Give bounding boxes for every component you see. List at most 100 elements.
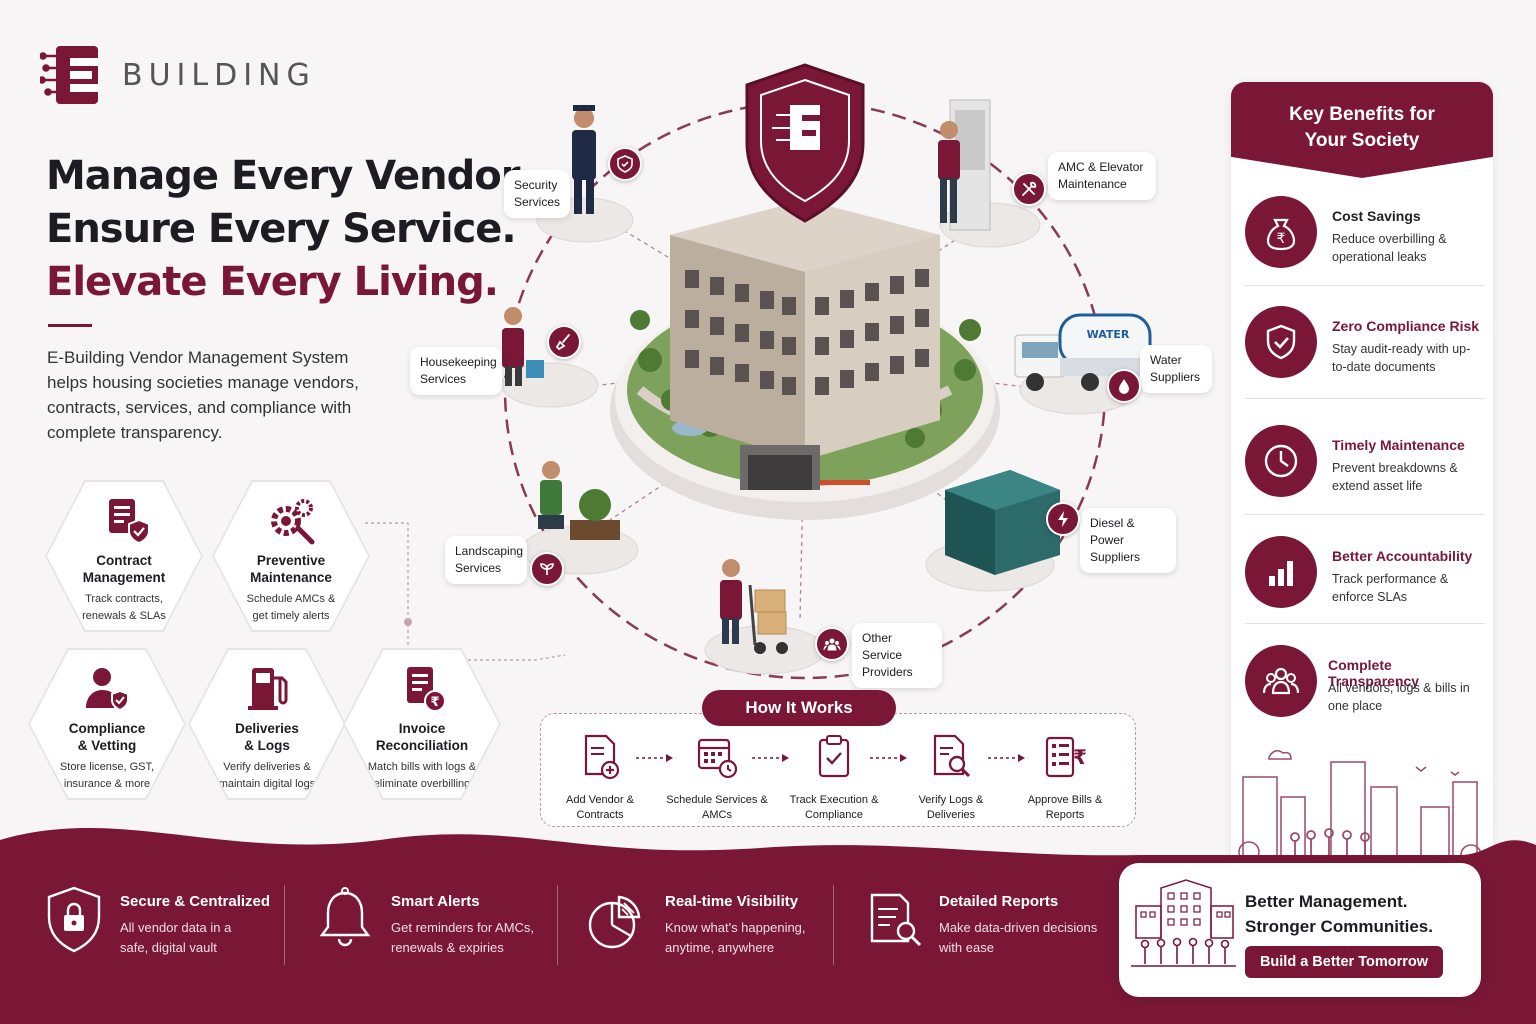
feature-desc: Match bills with logs & eliminate overbi… xyxy=(367,761,477,790)
headline-line-2: Ensure Every Service. xyxy=(46,206,517,252)
feature-desc: Track contracts, renewals & SLAs xyxy=(82,593,166,622)
bottom-feature-visibility: Real-time Visibility Know what's happeni… xyxy=(586,885,826,965)
service-orbit-illustration: WATER xyxy=(501,63,1152,680)
doc-add-icon xyxy=(584,734,620,780)
invoice-rupee-icon: ₹ xyxy=(407,667,446,712)
feature-compliance-vetting: Compliance & Vetting Store license, GST,… xyxy=(28,648,186,800)
fuel-pump-icon xyxy=(248,668,288,710)
divider xyxy=(1245,285,1485,286)
separator xyxy=(284,885,285,965)
tools-icon xyxy=(1012,172,1046,206)
headline-divider xyxy=(48,324,92,327)
separator xyxy=(557,885,558,965)
benefit-timely-maintenance: Timely Maintenance Prevent breakdowns & … xyxy=(1245,425,1485,525)
benefit-title: Zero Compliance Risk xyxy=(1332,318,1480,334)
user-shield-icon xyxy=(86,668,129,712)
feature-deliveries-logs: Deliveries & Logs Verify deliveries & ma… xyxy=(188,648,346,800)
benefit-desc: All vendors, logs & bills in one place xyxy=(1328,681,1470,713)
service-landscaping: Landscaping Services xyxy=(445,536,527,584)
cta-card: Better Management. Stronger Communities.… xyxy=(1119,863,1481,997)
divider xyxy=(1245,514,1485,515)
benefit-zero-compliance: Zero Compliance Risk Stay audit-ready wi… xyxy=(1245,306,1485,406)
bottom-feature-desc: All vendor data in a safe, digital vault xyxy=(120,920,232,955)
step-arrow-icon xyxy=(636,754,673,762)
service-label: Other Service Providers xyxy=(862,631,913,679)
brand-logo: BUILDING xyxy=(38,44,316,106)
key-benefits-panel: Key Benefits for Your Society ₹ Cost Sav… xyxy=(1231,82,1493,882)
bottom-feature-desc: Make data-driven decisions with ease xyxy=(939,920,1098,955)
service-label: Housekeeping Services xyxy=(420,355,497,386)
leaf-icon xyxy=(530,552,564,586)
step-label: Approve Bills & Reports xyxy=(1027,794,1103,821)
feature-contract-management: Contract Management Track contracts, ren… xyxy=(45,480,203,632)
step-track-execution: Track Execution & Compliance xyxy=(779,734,889,823)
housekeeping-figure xyxy=(502,307,544,386)
service-security: Security Services xyxy=(504,170,570,218)
bottom-feature-reports: Detailed Reports Make data-driven decisi… xyxy=(866,885,1106,965)
step-label: Add Vendor & Contracts xyxy=(566,794,634,821)
lock-shield-icon xyxy=(47,886,101,953)
how-it-works-panel xyxy=(540,713,1136,827)
broom-icon xyxy=(547,325,581,359)
truck-label: WATER xyxy=(1087,328,1130,341)
step-arrow-icon xyxy=(752,754,789,762)
benefit-title: Complete Transparency xyxy=(1328,657,1420,689)
svg-text:₹: ₹ xyxy=(1277,231,1286,247)
service-amc-elevator: AMC & Elevator Maintenance xyxy=(1048,152,1156,200)
step-schedule-services: Schedule Services & AMCs xyxy=(662,734,772,823)
water-drop-icon xyxy=(1107,369,1141,403)
benefit-desc: Reduce overbilling & operational leaks xyxy=(1332,232,1447,264)
feature-title: Contract Management xyxy=(82,553,166,585)
cta-line-2: Stronger Communities. xyxy=(1245,917,1433,936)
benefit-title: Cost Savings xyxy=(1332,208,1421,224)
benefit-cost-savings: ₹ Cost Savings Reduce overbilling & oper… xyxy=(1245,196,1485,296)
brand-name: BUILDING xyxy=(122,57,316,93)
divider xyxy=(1245,398,1485,399)
step-label: Verify Logs & Deliveries xyxy=(918,794,984,821)
benefit-desc: Prevent breakdowns & extend asset life xyxy=(1332,461,1458,493)
money-bag-icon: ₹ xyxy=(1245,196,1317,268)
amc-technician-figure xyxy=(938,99,991,231)
step-add-vendor: Add Vendor & Contracts xyxy=(545,734,655,823)
step-arrow-icon xyxy=(870,754,907,762)
step-label: Schedule Services & AMCs xyxy=(666,794,768,821)
cta-line-1: Better Management. xyxy=(1245,892,1408,911)
headline: Manage Every Vendor. Ensure Every Servic… xyxy=(46,150,529,309)
service-label: Landscaping Services xyxy=(455,544,524,575)
build-better-tomorrow-button[interactable]: Build a Better Tomorrow xyxy=(1245,946,1443,978)
community-icon xyxy=(1245,645,1317,717)
people-group-icon xyxy=(815,627,849,661)
service-diesel-power: Diesel & Power Suppliers xyxy=(1080,508,1176,573)
feature-desc: Schedule AMCs & get timely alerts xyxy=(246,593,336,622)
landscaper-figure xyxy=(538,461,620,540)
benefits-title: Key Benefits for Your Society xyxy=(1231,82,1493,178)
service-label: Diesel & Power Suppliers xyxy=(1090,516,1141,564)
service-label: Water Suppliers xyxy=(1150,353,1201,384)
headline-line-3: Elevate Every Living. xyxy=(46,259,499,305)
feature-title: Invoice Reconciliation xyxy=(375,721,469,753)
report-search-icon xyxy=(870,893,922,947)
entrance-gate xyxy=(740,445,870,490)
delivery-worker-figure xyxy=(720,559,788,654)
feature-desc: Verify deliveries & maintain digital log… xyxy=(218,761,316,790)
bottom-feature-title: Secure & Centralized xyxy=(120,893,271,910)
benefit-complete-transparency: Complete Transparency All vendors, logs … xyxy=(1245,645,1485,745)
step-verify-logs: Verify Logs & Deliveries xyxy=(896,734,1006,823)
bottom-feature-title: Detailed Reports xyxy=(939,893,1059,910)
separator xyxy=(833,885,834,965)
clipboard-check-icon xyxy=(818,735,850,778)
headline-line-1: Manage Every Vendor. xyxy=(46,153,529,199)
step-arrow-icon xyxy=(988,754,1025,762)
bottom-feature-secure: Secure & Centralized All vendor data in … xyxy=(44,885,284,965)
bottom-feature-title: Real-time Visibility xyxy=(665,893,799,910)
service-label: Security Services xyxy=(514,178,561,209)
e-shield-emblem xyxy=(745,63,865,223)
how-it-works-title: How It Works xyxy=(702,690,896,726)
clock-icon xyxy=(1245,425,1317,497)
community-building-icon xyxy=(1131,879,1236,967)
intro-text: E-Building Vendor Management System help… xyxy=(47,348,359,442)
feature-title: Deliveries & Logs xyxy=(235,721,299,753)
bar-chart-icon xyxy=(1245,536,1317,608)
feature-title: Compliance & Vetting xyxy=(68,721,146,753)
svg-text:₹: ₹ xyxy=(430,695,439,710)
